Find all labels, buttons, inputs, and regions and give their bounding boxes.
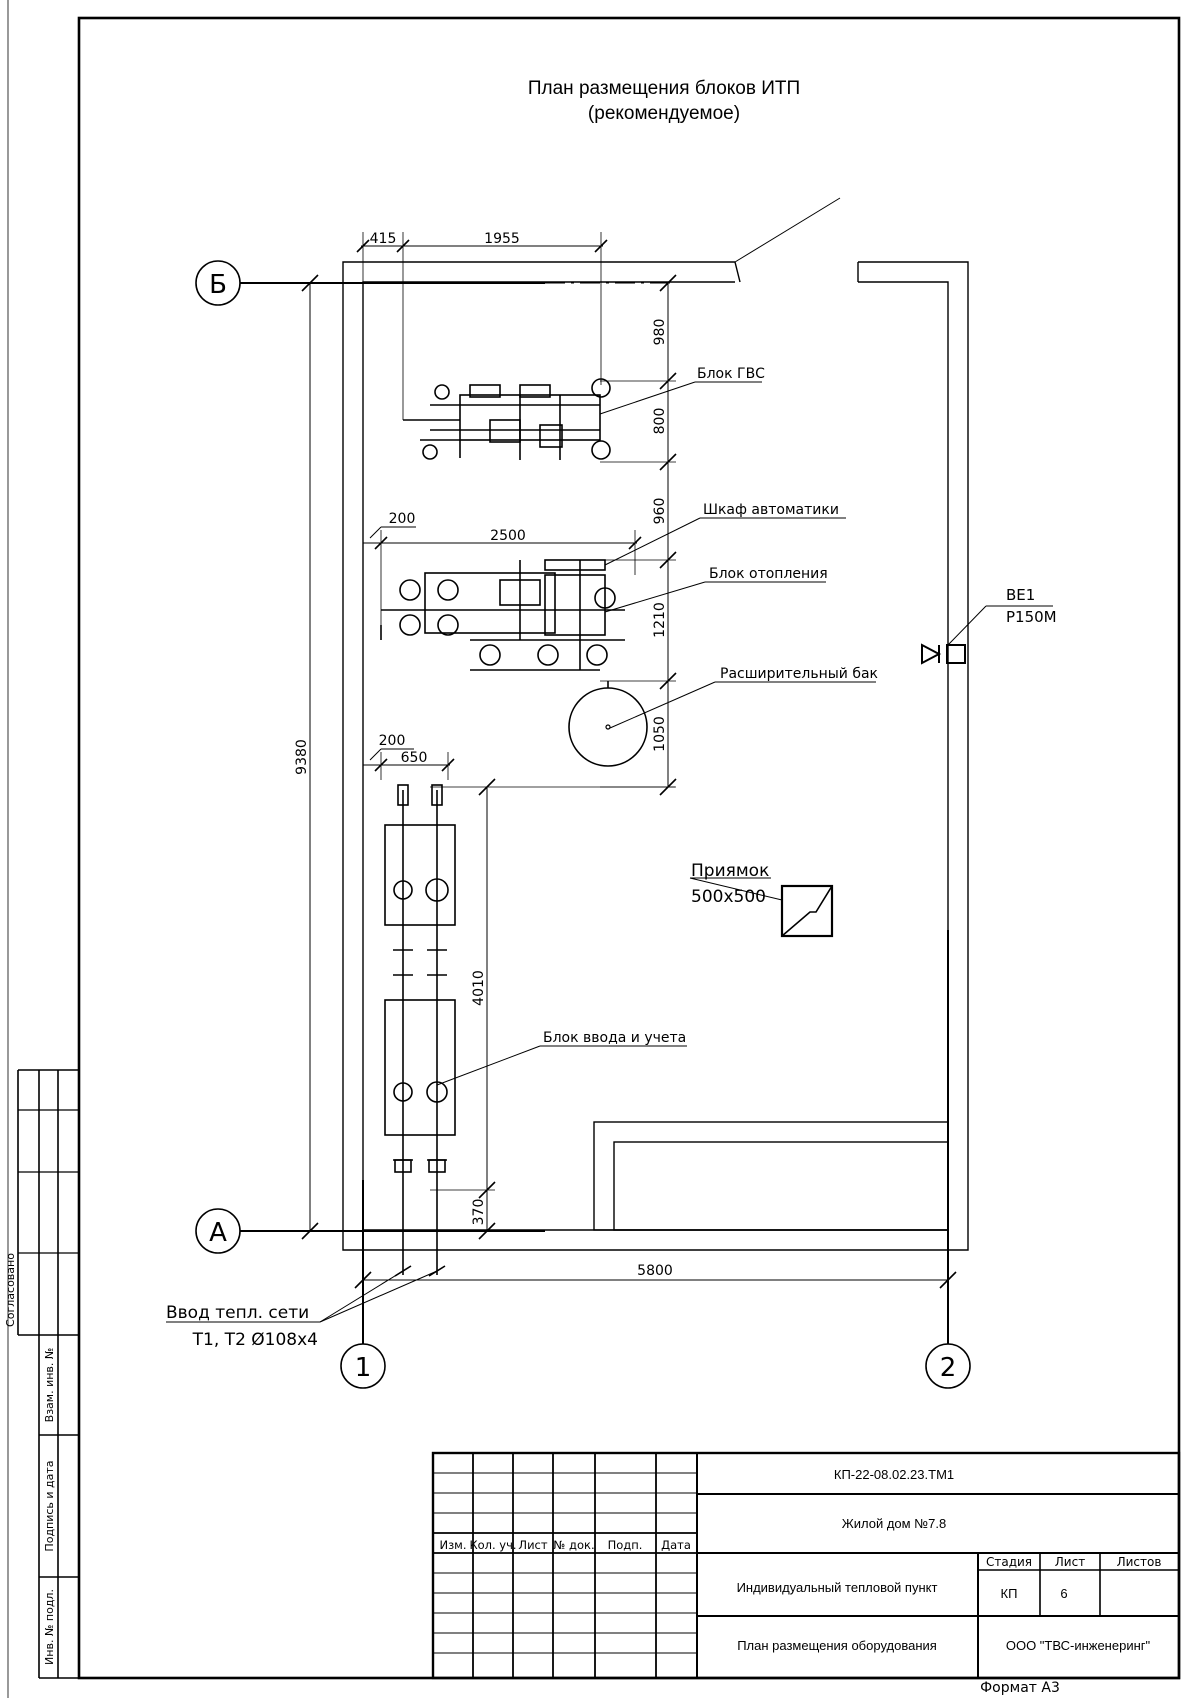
tb-header-data: Дата bbox=[661, 1538, 691, 1552]
tb-sheets-label: Листов bbox=[1117, 1555, 1162, 1569]
label-priyamok: Приямок bbox=[691, 861, 769, 881]
sump-pit-box bbox=[780, 884, 834, 938]
expansion-tank-circle bbox=[568, 687, 648, 767]
automation-cabinet bbox=[544, 559, 606, 571]
title-block: Изм. Кол. уч. Лист № док. Подп. Дата КП-… bbox=[431, 1451, 1181, 1680]
dim-1050-label: 1050 bbox=[652, 716, 668, 752]
dim-top-chain: 415 1955 bbox=[356, 231, 608, 420]
axis-b: Б bbox=[195, 260, 675, 306]
dim-960-label: 960 bbox=[652, 498, 668, 525]
dim-4010-chain: 4010 370 bbox=[430, 778, 675, 1240]
tb-header-ndok: № док. bbox=[553, 1538, 594, 1552]
sump-pit bbox=[780, 884, 834, 938]
axis-bubble-1 bbox=[340, 1343, 386, 1389]
expansion-tank bbox=[568, 681, 648, 767]
axis-bubble-2 bbox=[925, 1343, 971, 1389]
side-stamp: Согласовано Взам. инв. № Подпись и дата … bbox=[4, 1069, 79, 1679]
label-shkaf-avtomatiki: Шкаф автоматики bbox=[703, 502, 839, 518]
valve-ve1 bbox=[921, 605, 1053, 665]
side-stamp-podpis: Подпись и дата bbox=[43, 1460, 56, 1551]
axis-label-1: 1 bbox=[355, 1353, 372, 1383]
dim-9380: 9380 bbox=[294, 274, 319, 1240]
dim-370-label: 370 bbox=[471, 1199, 487, 1226]
axis-a: А bbox=[195, 1208, 545, 1254]
dim-5800: 5800 bbox=[354, 1263, 957, 1289]
dim-800-label: 800 bbox=[652, 408, 668, 435]
side-stamp-vzam: Взам. инв. № bbox=[43, 1348, 56, 1423]
tb-object-name: Жилой дом №7.8 bbox=[842, 1516, 946, 1531]
label-blok-otopleniya: Блок отопления bbox=[709, 566, 828, 582]
tb-sheet-title: План размещения оборудования bbox=[737, 1638, 937, 1653]
dim-200b-label: 200 bbox=[379, 733, 406, 749]
dim-right-chain: 980 800 960 1210 1050 bbox=[600, 274, 677, 796]
label-priyamok-size: 500х500 bbox=[691, 887, 766, 907]
label-ve1: ВЕ1 bbox=[1006, 586, 1035, 604]
tb-system-name: Индивидуальный тепловой пункт bbox=[737, 1580, 938, 1595]
dim-4010-label: 4010 bbox=[471, 970, 487, 1006]
axis-1: 1 bbox=[340, 1180, 386, 1389]
equipment-gvs-block bbox=[403, 378, 611, 460]
axis-label-a: А bbox=[209, 1218, 227, 1248]
tb-header-izm: Изм. bbox=[439, 1538, 466, 1552]
label-vvod-pipe: Т1, Т2 Ø108х4 bbox=[192, 1330, 318, 1350]
tb-header-list: Лист bbox=[518, 1538, 547, 1552]
dim-9380-label: 9380 bbox=[294, 739, 310, 775]
dim-200a-label: 200 bbox=[389, 511, 416, 527]
label-vvod-teplosety: Ввод тепл. сети bbox=[166, 1303, 309, 1323]
dim-415-label: 415 bbox=[370, 231, 397, 247]
tb-company: ООО "ТВС-инженеринг" bbox=[1006, 1638, 1151, 1653]
dim-left-block-chain: 200 650 bbox=[363, 733, 455, 780]
title-line-2: (рекомендуемое) bbox=[588, 103, 740, 124]
label-p150m: Р150М bbox=[1006, 608, 1057, 626]
equipment-input-metering-block bbox=[384, 784, 456, 1275]
dim-1210-label: 1210 bbox=[652, 602, 668, 638]
label-blok-gvs: Блок ГВС bbox=[697, 366, 765, 382]
dim-1955-label: 1955 bbox=[484, 231, 520, 247]
tb-header-podp: Подп. bbox=[608, 1538, 643, 1552]
label-blok-vvoda: Блок ввода и учета bbox=[543, 1030, 686, 1046]
sheet-frame bbox=[77, 16, 1181, 1680]
dim-650-label: 650 bbox=[401, 750, 428, 766]
axis-label-b: Б bbox=[209, 270, 227, 300]
format-label: Формат А3 bbox=[980, 1680, 1060, 1696]
axis-label-2: 2 bbox=[940, 1353, 957, 1383]
dim-middle-chain: 200 2500 bbox=[363, 511, 642, 625]
tb-stage-label: Стадия bbox=[986, 1555, 1032, 1569]
tb-document-code: КП-22-08.02.23.ТМ1 bbox=[834, 1467, 954, 1482]
label-rasshiritelny-bak: Расширительный бак bbox=[720, 666, 878, 682]
dim-980-label: 980 bbox=[652, 319, 668, 346]
axis-2: 2 bbox=[925, 930, 971, 1389]
tb-stage-value: КП bbox=[1001, 1586, 1018, 1601]
equipment-heating-block bbox=[380, 559, 625, 671]
title-line-1: План размещения блоков ИТП bbox=[528, 78, 800, 99]
side-stamp-soglasovano: Согласовано bbox=[4, 1253, 17, 1327]
tb-header-kol: Кол. уч. bbox=[469, 1538, 516, 1552]
tb-sheet-value: 6 bbox=[1060, 1586, 1067, 1601]
tb-sheet-label: Лист bbox=[1055, 1555, 1085, 1569]
leader-lines bbox=[166, 381, 876, 1323]
side-stamp-inv: Инв. № подл. bbox=[43, 1589, 56, 1665]
dim-2500-label: 2500 bbox=[490, 528, 526, 544]
dim-5800-label: 5800 bbox=[637, 1263, 673, 1279]
